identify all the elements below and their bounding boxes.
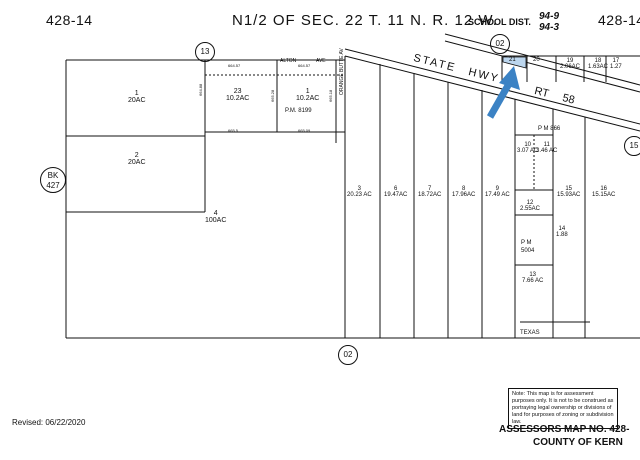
parcel-area: 19.47AC [384,192,408,198]
parcel-area: 2.06AC [560,64,581,70]
school-district-label: SCHOOL DIST. [468,17,531,27]
parcel-number: 4 [213,210,218,217]
parcel-number: 13 [529,272,537,278]
parcel-20: 20 [533,57,540,63]
street-orange-butte: ORANGE BUTTE AV [339,48,345,95]
parcel-number: 1 [134,90,139,97]
assessor-map-number: ASSESSORS MAP NO. 428- [499,424,630,435]
parcel-map-8199: P.M. 8199 [285,108,312,114]
county-name: COUNTY OF KERN [533,437,623,448]
parcel-area: 3.46 AC [536,148,558,154]
street-texas: TEXAS [520,330,540,336]
book-label: BK [47,171,59,180]
school-district-number-bottom: 94-3 [539,22,560,33]
adjacent-map-02-bottom: 02 [338,345,358,365]
parcel-number: 16 [600,186,608,192]
dimension: 664.57 [298,63,311,68]
parcel-number: 14 [558,226,566,232]
parcel-number: 2 [134,152,139,159]
parcel-area: 1.88 [556,232,568,238]
parcel-number: 17 [612,58,620,64]
parcel-number: 11 [543,142,550,148]
parcel-area: 10.2AC [296,95,320,102]
parcel-area: 1.27 [610,64,622,70]
parcel-area: 10.2AC [226,95,250,102]
parcel-area: 17.96AC [452,192,476,198]
parcel-map-5004-num: 5004 [521,248,535,254]
parcel-number: 23 [233,88,242,95]
parcel-number: 1 [305,88,310,95]
parcel-area: 100AC [205,217,227,224]
parcel-number: 9 [495,186,500,192]
dimension: 665.09 [298,128,311,133]
parcel-area: 18.72AC [418,192,442,198]
dimension: 665.18 [328,89,333,102]
parcel-number: 18 [594,58,602,64]
pointer-arrow [486,66,520,119]
parcel-number: 7 [428,186,432,192]
dimension: 665.5 [228,128,239,133]
parcel-map-5004: P M [521,240,532,246]
parcel-area: 15.15AC [592,192,616,198]
parcel-area: 17.49 AC [485,192,510,198]
street-alton-ave: AVE [316,58,326,64]
highlighted-parcel [502,56,527,69]
street-alton: ALTON [280,58,297,64]
book-reference: BK 427 [40,167,66,193]
parcel-number: 15 [565,186,573,192]
parcel-number: 6 [394,186,398,192]
parcel-number: 12 [526,200,534,206]
adjacent-map-02-top: 02 [490,34,510,54]
adjacent-map-15: 15 [624,136,640,156]
parcel-number: 10 [524,142,532,148]
dimension: 665.28 [270,89,275,102]
school-district-number-top: 94-9 [539,11,560,22]
page-number-left: 428-14 [46,12,93,28]
adjacent-map-13: 13 [195,42,215,62]
parcel-number: 8 [462,186,466,192]
parcel-number: 3 [357,186,362,192]
parcel-area: 7.66 AC [522,278,544,284]
dimension: 664.57 [228,63,241,68]
book-number: 427 [46,181,60,190]
dimension: 664.88 [198,83,203,96]
parcel-area: 3.07 AC [517,148,539,154]
parcel-area: 2.55AC [520,206,541,212]
disclaimer-note: Note: This map is for assessment purpose… [508,388,618,429]
parcel-area: 20.23 AC [347,192,372,198]
parcel-area: 1.63AC [588,64,609,70]
parcel-area: 15.93AC [557,192,581,198]
parcel-area: 20AC [128,97,146,104]
map-title: N1/2 OF SEC. 22 T. 11 N. R. 12 W. [232,12,498,29]
revised-date: Revised: 06/22/2020 [12,418,86,427]
parcel-area: 20AC [128,159,146,166]
page-number-right: 428-14 [598,12,640,28]
parcel-map-866: P M 866 [538,126,561,132]
parcel-number: 19 [566,58,574,64]
parcel-21: 21 [509,57,516,63]
